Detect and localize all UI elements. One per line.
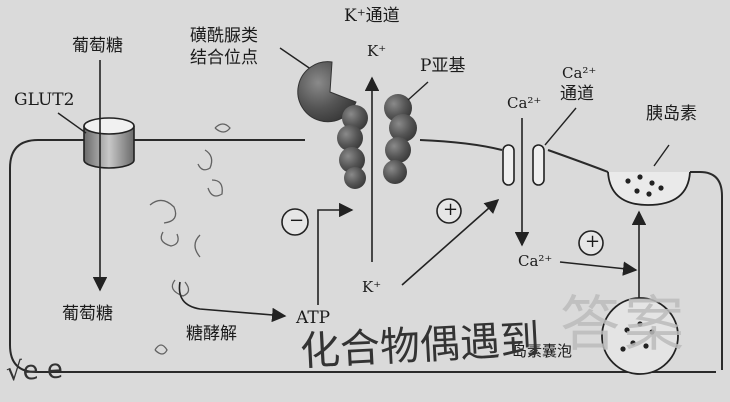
insulin-vesicle [601,297,679,375]
handwritten-note: 化合物偶遇到 [298,316,542,376]
glycolysis-arrow [178,281,287,323]
insulin-label: 胰岛素 [646,104,697,124]
ca-top-label: Ca²⁺ [507,94,542,112]
handwritten-scribble: √e e [5,354,64,388]
atp-label: ATP [296,308,331,328]
glut2-transporter [57,112,135,169]
ca-channel [502,144,545,186]
exocytosis-pocket [607,171,691,206]
glut2-label: GLUT2 [14,90,75,110]
promote-symbol-1 [436,198,462,224]
ca-promote-arrow [559,261,638,276]
k-top-label: K⁺ [367,42,387,60]
k-channel-label: K⁺通道 [344,6,400,26]
k-bottom-label: K⁺ [362,278,382,296]
promote-sign-2: + [585,231,601,252]
inhibit-sign: − [289,210,305,231]
ca-bottom-label: Ca²⁺ [518,252,553,270]
watermark: 答案 [560,290,688,360]
k-promote-arrow [401,199,500,286]
p-subunit-pointer [407,81,429,101]
promote-symbol-2 [578,230,604,256]
vesicle-label: 岛素囊泡 [512,342,573,360]
inhibit-symbol [281,208,309,236]
sulfonylurea-label-line2: 结合位点 [190,48,258,68]
glycolysis-label: 糖酵解 [186,324,237,344]
promote-sign-1: + [443,199,459,220]
ca-channel-label-line2: 通道 [560,84,594,104]
pencil-scribbles [149,123,231,355]
ca-channel-label-line1: Ca²⁺ [562,64,597,82]
cell-membrane [9,139,723,373]
atp-inhibit-arrow [317,202,354,305]
glucose-bottom-label: 葡萄糖 [62,304,113,324]
p-subunit-label: P亚基 [420,56,466,76]
k-channel-protein [337,94,417,189]
glucose-top-label: 葡萄糖 [72,36,123,56]
ca-channel-pointer [544,107,577,146]
sulfonylurea-label-line1: 磺酰脲类 [190,26,258,46]
insulin-pointer [653,144,670,167]
